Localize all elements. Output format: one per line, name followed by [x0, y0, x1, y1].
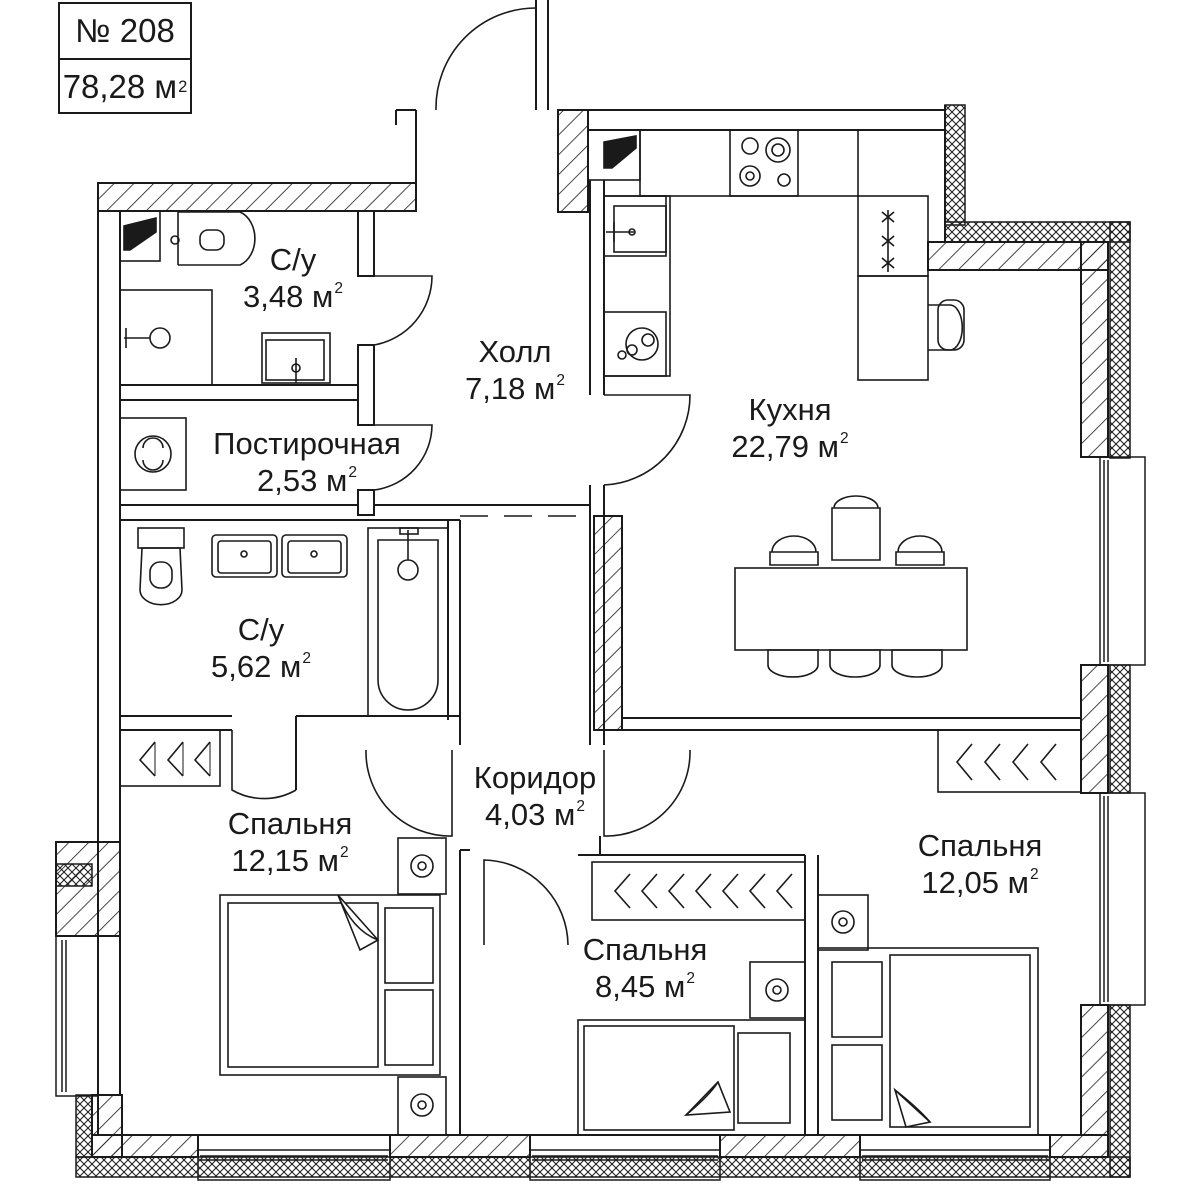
room-area-sup: 2	[839, 429, 849, 447]
facade-insulation	[55, 104, 1131, 1178]
room-area-value: 22,79 м	[731, 428, 839, 464]
bed-middle	[577, 961, 806, 1136]
room-area: 4,03 м2	[450, 797, 620, 834]
room-name: Спальня	[582, 932, 708, 967]
room-name: С/у	[269, 242, 317, 277]
room-area: 5,62 м2	[186, 649, 336, 686]
room-area-value: 7,18 м	[465, 370, 556, 406]
room-label-bath-small: С/у 3,48 м2	[218, 242, 368, 315]
wardrobe-left	[119, 729, 221, 787]
room-area: 7,18 м2	[440, 371, 590, 408]
room-label-bedroom-right: Спальня 12,05 м2	[895, 828, 1065, 901]
room-area: 22,79 м2	[705, 429, 875, 466]
room-area-value: 8,45 м	[595, 968, 686, 1004]
room-name: Холл	[478, 334, 552, 369]
room-area-sup: 2	[348, 463, 357, 481]
room-name: Спальня	[227, 806, 353, 841]
room-area: 8,45 м2	[560, 969, 730, 1006]
room-label-corridor: Коридор 4,03 м2	[450, 760, 620, 833]
room-label-bedroom-left: Спальня 12,15 м2	[205, 806, 375, 879]
room-area-value: 3,48 м	[243, 278, 334, 314]
room-area-value: 5,62 м	[211, 648, 302, 684]
doors	[231, 7, 691, 946]
room-area-sup: 2	[339, 843, 349, 861]
room-area: 12,15 м2	[205, 843, 375, 880]
apartment-total-area-text: 78,28 м	[62, 68, 178, 105]
apartment-number-text: № 208	[75, 12, 175, 49]
room-area-sup: 2	[1029, 865, 1039, 883]
room-area-sup: 2	[686, 969, 695, 987]
room-name: Постирочная	[213, 426, 401, 461]
room-name: Коридор	[473, 760, 597, 795]
dining-table	[734, 495, 968, 678]
room-label-laundry: Постирочная 2,53 м2	[196, 426, 418, 499]
bed-right	[817, 894, 1039, 1136]
windows	[55, 456, 1146, 1181]
room-label-bedroom-middle: Спальня 8,45 м2	[560, 932, 730, 1005]
room-area-value: 2,53 м	[257, 462, 348, 498]
room-label-kitchen: Кухня 22,79 м2	[705, 392, 875, 465]
bed-left	[219, 837, 447, 1136]
room-name: С/у	[237, 612, 285, 647]
area-unit-sup: 2	[178, 77, 188, 96]
bathroom-large-fixtures	[137, 527, 449, 717]
room-label-bath-large: С/у 5,62 м2	[186, 612, 336, 685]
room-area-value: 12,05 м	[921, 864, 1029, 900]
room-area-value: 4,03 м	[485, 796, 576, 832]
room-area-value: 12,15 м	[231, 842, 339, 878]
room-area-sup: 2	[576, 797, 585, 815]
kitchen-fixtures	[587, 129, 965, 381]
washing-machine	[119, 417, 187, 491]
room-area: 2,53 м2	[196, 463, 418, 500]
room-name: Кухня	[748, 392, 832, 427]
room-area: 3,48 м2	[218, 279, 368, 316]
room-name: Спальня	[917, 828, 1043, 863]
bathroom-small-fixtures	[119, 210, 331, 386]
room-area-sup: 2	[302, 649, 311, 667]
room-label-hall: Холл 7,18 м2	[440, 334, 590, 407]
wardrobe-right	[937, 729, 1082, 793]
room-area: 12,05 м2	[895, 865, 1065, 902]
room-area-sup: 2	[334, 279, 343, 297]
room-area-sup: 2	[556, 371, 565, 389]
apartment-number: № 208	[60, 4, 190, 58]
wardrobe-middle	[591, 861, 806, 921]
